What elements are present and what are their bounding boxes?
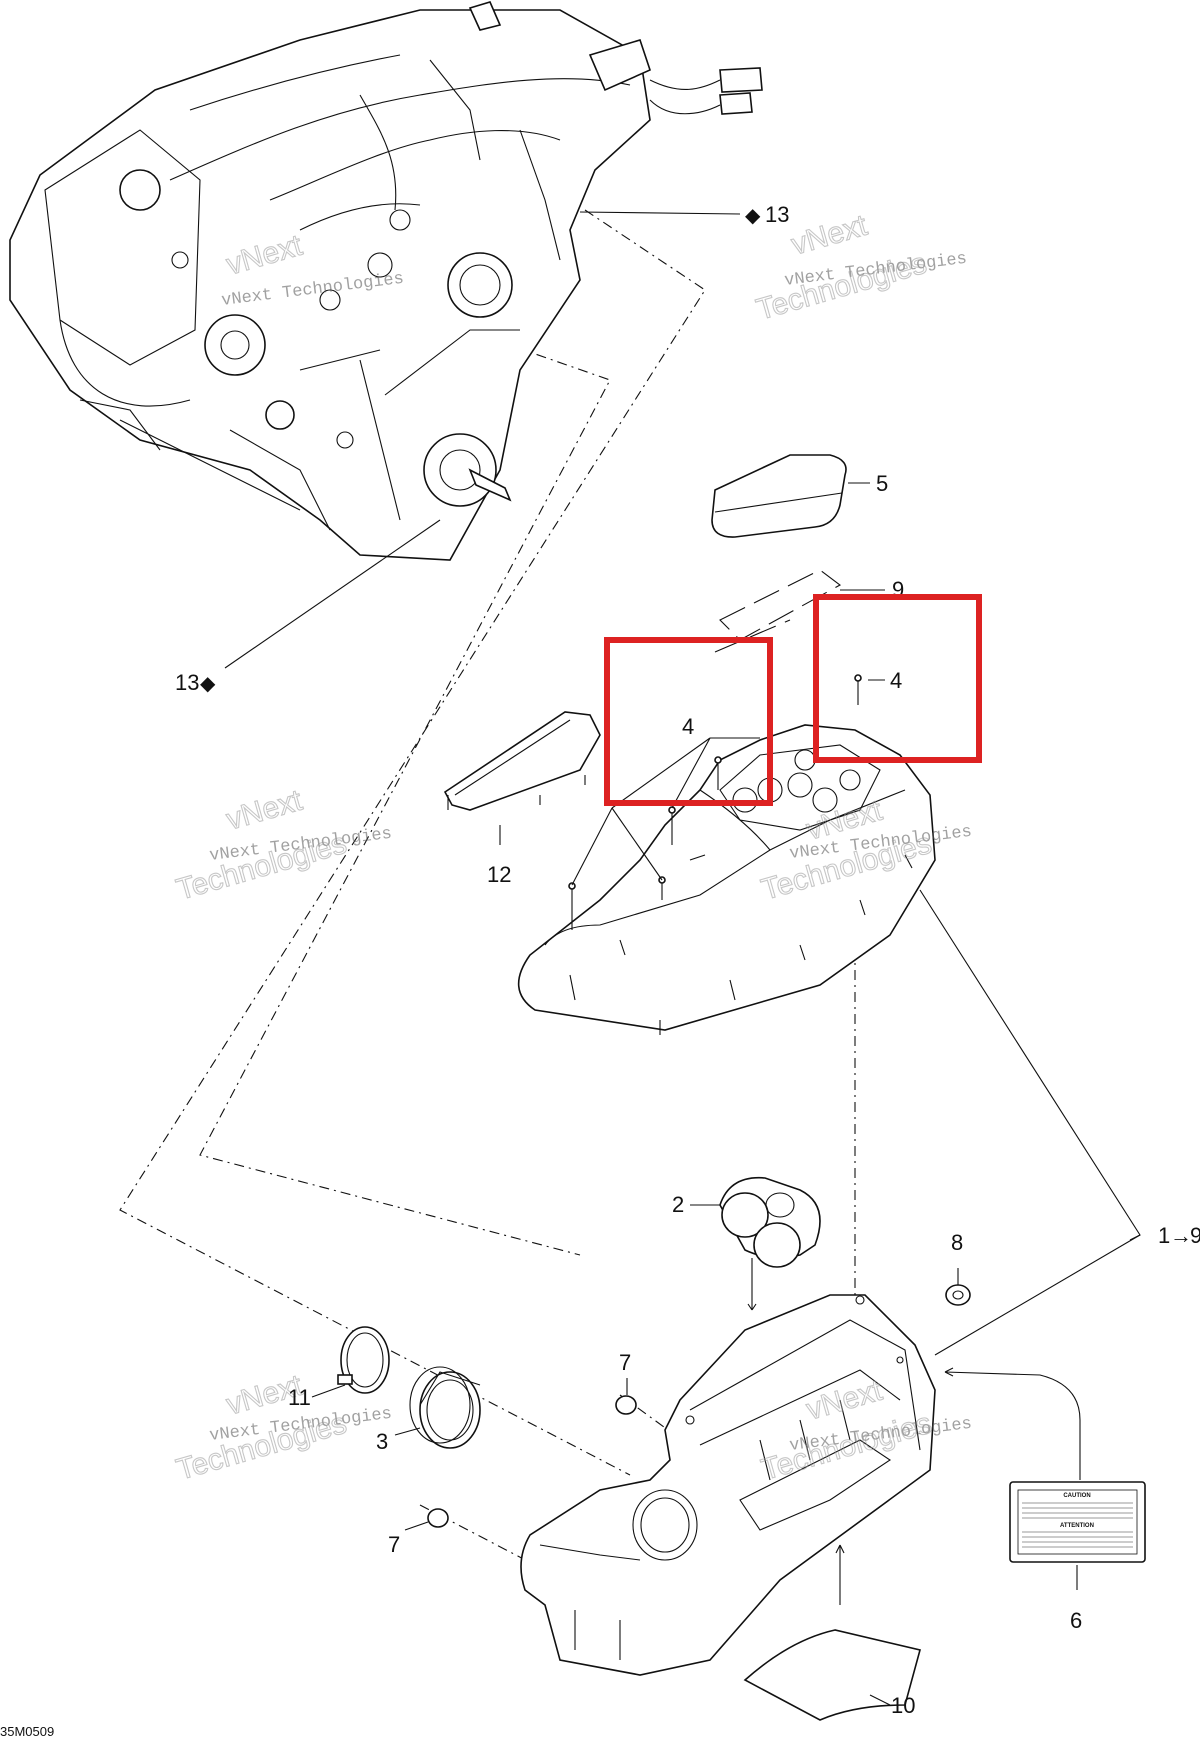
part-8-grommet xyxy=(945,1284,971,1306)
part-10-pad xyxy=(743,1629,921,1721)
part-12-plate xyxy=(443,711,601,811)
callout-arrow: → xyxy=(1170,1223,1192,1248)
drop-icon: ◆ xyxy=(745,203,761,227)
label-attention-heading: ATTENTION xyxy=(1060,1523,1094,1529)
drawing-reference-code: 35M0509 xyxy=(0,1724,54,1739)
callout-9-range: 9 xyxy=(1190,1223,1200,1248)
part-2-grommet xyxy=(719,1176,821,1268)
part-3-adapter xyxy=(409,1366,481,1449)
upper-airbox-cover xyxy=(517,724,936,1035)
callout-1-to-9: 1 → 9 xyxy=(1158,1223,1200,1248)
callout-13-bottom: 13 xyxy=(175,670,199,695)
part-6-label: CAUTION ATTENTION xyxy=(1009,1481,1146,1563)
watermark-line2: vNext xyxy=(788,209,871,262)
callout-6: 6 xyxy=(1070,1608,1082,1633)
callout-4-left: 4 xyxy=(682,714,694,739)
callout-4-right: 4 xyxy=(890,668,902,693)
watermark-line2: vNext xyxy=(223,784,306,837)
part-5-pad xyxy=(711,454,847,538)
drop-icon: ◆ xyxy=(200,671,216,695)
part-4-screws xyxy=(568,674,862,930)
label-caution-heading: CAUTION xyxy=(1063,1493,1090,1499)
highlight-boxes xyxy=(604,594,982,806)
callout-8: 8 xyxy=(951,1230,963,1255)
watermark-line3: Technologies xyxy=(753,247,930,327)
callout-2: 2 xyxy=(672,1192,684,1217)
callout-5: 5 xyxy=(876,471,888,496)
callout-10: 10 xyxy=(891,1693,915,1718)
highlight-box-left xyxy=(604,637,773,806)
engine-assembly xyxy=(9,1,763,561)
lower-airbox xyxy=(520,1294,936,1676)
callout-12: 12 xyxy=(487,862,511,887)
watermark-line3: Technologies xyxy=(173,827,350,907)
watermark-mid-left: vNext vNext Technologies Technologies xyxy=(172,783,393,907)
watermark-line3: Technologies xyxy=(173,1407,350,1487)
part-11-clamp xyxy=(337,1326,390,1394)
part-7-grommets xyxy=(427,1395,637,1528)
callout-1: 1 xyxy=(1158,1223,1170,1248)
callout-3: 3 xyxy=(376,1429,388,1454)
callouts: ◆ 13 13 ◆ 5 9 4 4 12 1 → 9 2 8 7 11 3 7 … xyxy=(0,202,1200,1739)
callout-11: 11 xyxy=(288,1385,311,1410)
callout-13-top: 13 xyxy=(765,202,789,227)
highlight-box-right xyxy=(813,594,982,763)
callout-7-top: 7 xyxy=(619,1350,631,1375)
leader-lines xyxy=(224,211,1141,1706)
part-9-filter xyxy=(714,569,842,653)
callout-7-bottom: 7 xyxy=(388,1532,400,1557)
